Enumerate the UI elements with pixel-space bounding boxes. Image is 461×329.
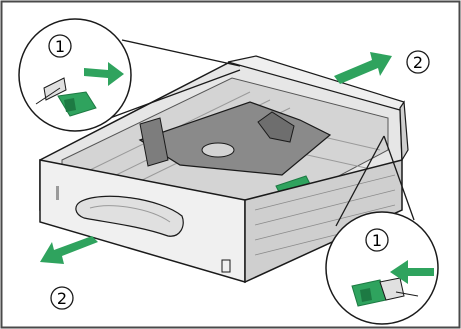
step-label-bottom-right: 1 — [372, 231, 382, 250]
step-label-top-right: 2 — [413, 53, 423, 72]
lever-grip — [360, 288, 372, 302]
step-label-bottom-left: 2 — [57, 289, 67, 308]
front-slot — [56, 186, 59, 200]
step-label-top-left: 1 — [55, 37, 65, 56]
lever-grip — [64, 98, 76, 112]
guide-plate-hole — [202, 143, 234, 157]
